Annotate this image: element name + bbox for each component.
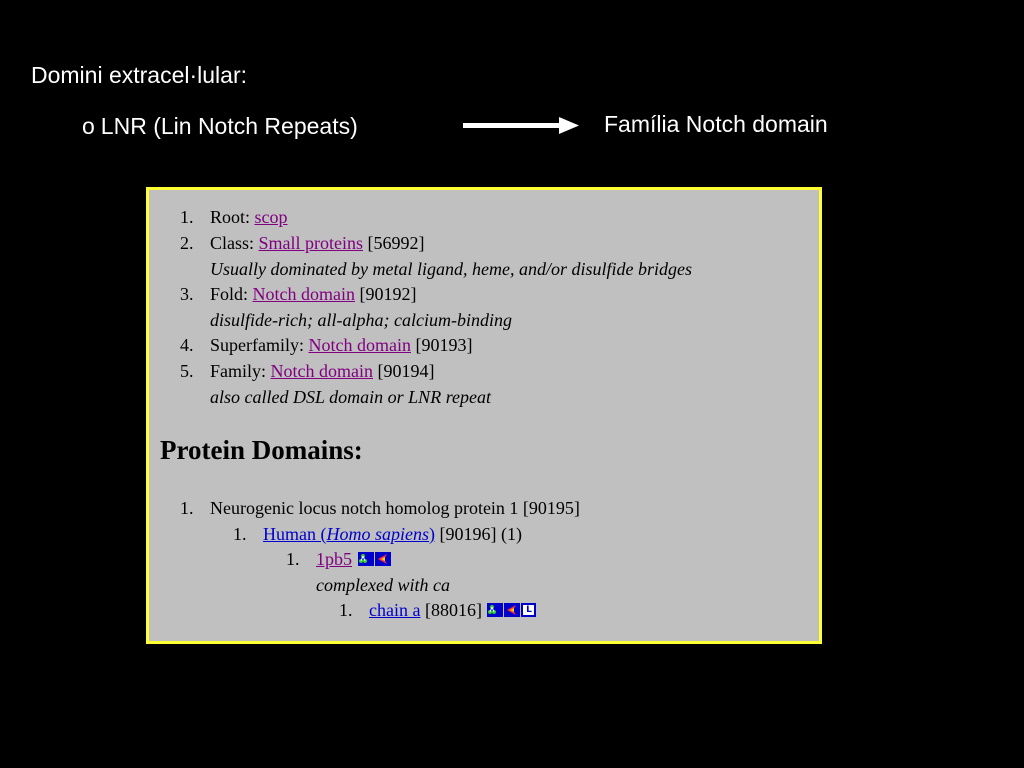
fold-id: [90192] <box>359 284 417 304</box>
slide-title: Domini extracel·lular: <box>31 62 248 88</box>
scop-screenshot-panel: 1. Root: scop 2. Class: Small proteins [56… <box>146 187 822 644</box>
family-label: Família Notch domain <box>604 111 828 137</box>
hierarchy-item-class: 2. Class: Small proteins [56992] <box>180 232 425 254</box>
chain-id: [88016] <box>424 600 482 620</box>
chain-link[interactable]: chain a <box>369 600 421 620</box>
item-label: Family: <box>210 361 267 381</box>
fold-note: disulfide-rich; all-alpha; calcium-bindi… <box>210 310 512 330</box>
bullet-text: LNR (Lin Notch Repeats) <box>100 113 358 139</box>
structure-icon[interactable] <box>357 552 374 566</box>
family-link[interactable]: Notch domain <box>270 361 373 381</box>
item-number: 2. <box>180 233 194 253</box>
hierarchy-item-family: 5. Family: Notch domain [90194] <box>180 360 435 382</box>
item-number: 1. <box>286 549 300 569</box>
fold-link[interactable]: Notch domain <box>252 284 355 304</box>
hierarchy-item-root: 1. Root: scop <box>180 206 288 228</box>
class-link[interactable]: Small proteins <box>258 233 364 253</box>
bullet-marker: o <box>82 113 95 139</box>
hierarchy-item-superfamily: 4. Superfamily: Notch domain [90193] <box>180 334 472 356</box>
item-number: 1. <box>339 600 353 620</box>
item-label: Class: <box>210 233 255 253</box>
family-id: [90194] <box>377 361 435 381</box>
scop-link[interactable]: scop <box>254 207 288 227</box>
class-note: Usually dominated by metal ligand, heme,… <box>210 259 692 279</box>
protein-item: 1. Neurogenic locus notch homolog protein… <box>180 497 580 519</box>
item-number: 1. <box>180 207 194 227</box>
family-note: also called DSL domain or LNR repeat <box>210 387 492 407</box>
item-number: 3. <box>180 284 194 304</box>
chain-entry: 1. chain a [88016] L <box>339 599 537 621</box>
l-icon[interactable]: L <box>521 603 537 617</box>
item-number: 1. <box>180 498 194 518</box>
species-id: [90196] (1) <box>439 524 522 544</box>
item-number: 5. <box>180 361 194 381</box>
pdb-link[interactable]: 1pb5 <box>316 549 352 569</box>
species-item: 1. Human (Homo sapiens) [90196] (1) <box>233 523 522 545</box>
item-number: 1. <box>233 524 247 544</box>
class-id: [56992] <box>367 233 425 253</box>
item-number: 4. <box>180 335 194 355</box>
item-label: Root: <box>210 207 251 227</box>
superfamily-link[interactable]: Notch domain <box>308 335 411 355</box>
pdb-entry: 1. 1pb5 <box>286 548 391 570</box>
item-label: Superfamily: <box>210 335 304 355</box>
right-arrow-icon <box>463 117 579 134</box>
item-label: Fold: <box>210 284 249 304</box>
rasmol-icon[interactable] <box>374 552 391 566</box>
protein-name: Neurogenic locus notch homolog protein 1… <box>210 498 580 518</box>
pdb-note: complexed with ca <box>316 575 450 595</box>
protein-domains-heading: Protein Domains: <box>160 435 363 465</box>
rasmol-icon[interactable] <box>504 603 521 617</box>
species-link[interactable]: Human (Homo sapiens) <box>263 524 435 544</box>
hierarchy-item-fold: 3. Fold: Notch domain [90192] <box>180 283 417 305</box>
superfamily-id: [90193] <box>415 335 473 355</box>
structure-icon[interactable] <box>487 603 504 617</box>
